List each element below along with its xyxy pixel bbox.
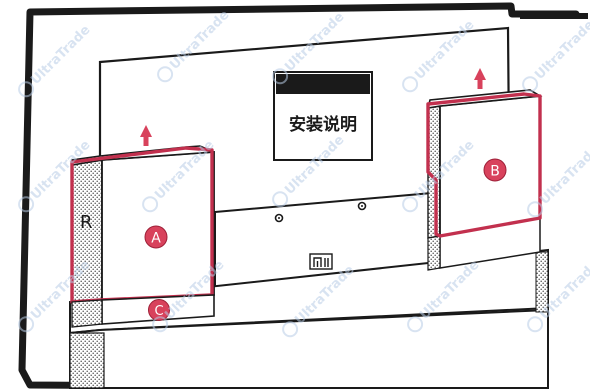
foam-block-a: R A	[70, 145, 215, 304]
watermark-1: UltraTrade	[28, 23, 93, 88]
base-dotted-edge	[69, 332, 105, 389]
mi-logo-icon	[309, 253, 333, 270]
instruction-card-text: 安装说明	[289, 114, 357, 135]
label-b-text: B	[490, 164, 500, 180]
label-a-text: A	[151, 231, 161, 247]
label-c-text: C	[154, 304, 163, 319]
foam-block-c: C	[71, 294, 215, 328]
label-c-badge	[148, 299, 170, 321]
screw-hole-left-inner	[278, 217, 280, 219]
foam-block-b-highlight	[426, 92, 542, 238]
watermark-5: UltraTrade	[532, 18, 590, 83]
label-a-badge	[144, 225, 168, 249]
screw-hole-right-inner	[361, 205, 363, 207]
right-dotted-edge-lower	[535, 251, 549, 313]
lift-arrow-a-icon	[140, 125, 152, 146]
lift-arrow-b-icon	[474, 68, 486, 89]
foam-block-b: B	[426, 89, 543, 271]
label-b-badge	[483, 158, 507, 182]
side-label-r: R	[80, 212, 93, 233]
instruction-card: 安装说明	[273, 71, 373, 161]
watermark-10: UltraTrade	[537, 143, 590, 208]
